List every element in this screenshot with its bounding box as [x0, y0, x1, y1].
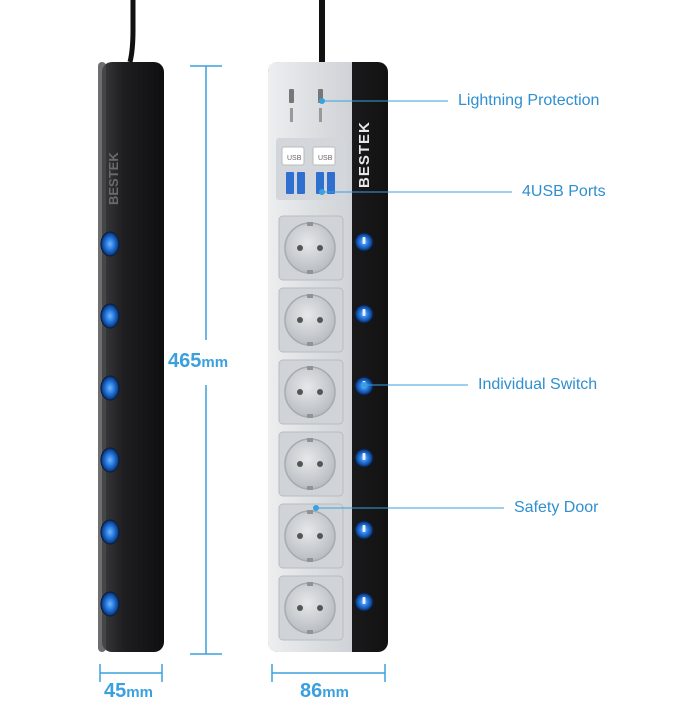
svg-text:USB: USB — [318, 155, 333, 162]
side-view-body — [102, 62, 164, 652]
socket-pin-hole — [317, 461, 323, 467]
usb-port — [327, 172, 335, 194]
safety-door-label: Safety Door — [514, 499, 599, 516]
dimension-lines — [99, 65, 386, 682]
socket-pin-hole — [297, 461, 303, 467]
front-width-dimension-label: 86mm — [300, 680, 349, 703]
lightning-indicator-left — [289, 89, 294, 103]
rocker-switch[interactable] — [354, 304, 374, 324]
socket — [278, 503, 344, 569]
socket-pin-hole — [317, 605, 323, 611]
socket-pin-hole — [317, 389, 323, 395]
length-dimension-label: 465mm — [168, 350, 228, 373]
usb-ports-label: 4USB Ports — [522, 183, 606, 200]
socket-face — [284, 366, 336, 418]
socket-pin-hole — [297, 389, 303, 395]
usb-cap-right — [312, 146, 336, 166]
socket-face — [284, 222, 336, 274]
socket-pin-hole — [317, 245, 323, 251]
socket — [278, 287, 344, 353]
socket-pin-hole — [297, 245, 303, 251]
socket-face — [284, 438, 336, 490]
socket-pin-hole — [297, 317, 303, 323]
front-view: BESTEK USB USB — [268, 0, 388, 652]
schuko-sockets — [278, 215, 344, 641]
side-width-value: 45 — [104, 680, 127, 702]
callout-leaders — [313, 98, 512, 511]
svg-text:USB: USB — [287, 155, 302, 162]
usb-port — [286, 172, 294, 194]
usb-port — [316, 172, 324, 194]
socket-pin-hole — [297, 533, 303, 539]
side-rocker-switch — [100, 519, 120, 545]
front-width-value: 86 — [300, 680, 323, 702]
individual-switch-label: Individual Switch — [478, 376, 598, 393]
socket — [278, 359, 344, 425]
socket-face — [284, 582, 336, 634]
socket-face — [284, 294, 336, 346]
usb-cap-left — [281, 146, 305, 166]
rocker-switch[interactable] — [354, 448, 374, 468]
length-value: 465 — [168, 350, 202, 372]
side-width-unit: mm — [126, 684, 153, 701]
socket — [278, 215, 344, 281]
front-switches — [354, 232, 374, 612]
lightning-protection-label: Lightning Protection — [458, 92, 600, 109]
socket — [278, 431, 344, 497]
side-view-switches — [100, 231, 120, 617]
usb-port — [297, 172, 305, 194]
front-view-brand-text: BESTEK — [356, 121, 373, 188]
side-width-dimension-label: 45mm — [104, 680, 153, 703]
side-rocker-switch — [100, 591, 120, 617]
socket — [278, 575, 344, 641]
front-width-unit: mm — [322, 684, 349, 701]
side-rocker-switch — [100, 447, 120, 473]
socket-face — [284, 510, 336, 562]
socket-pin-hole — [317, 533, 323, 539]
rocker-switch[interactable] — [354, 232, 374, 252]
rocker-switch[interactable] — [354, 520, 374, 540]
socket-pin-hole — [317, 317, 323, 323]
length-unit: mm — [201, 354, 229, 371]
usb-ports: USB USB — [276, 138, 346, 200]
socket-pin-hole — [297, 605, 303, 611]
side-rocker-switch — [100, 375, 120, 401]
side-view: BESTEK — [98, 0, 164, 652]
side-rocker-switch — [100, 231, 120, 257]
side-view-cable — [127, 0, 136, 63]
rocker-switch[interactable] — [354, 592, 374, 612]
side-rocker-switch — [100, 303, 120, 329]
side-view-brand-text: BESTEK — [106, 152, 121, 205]
